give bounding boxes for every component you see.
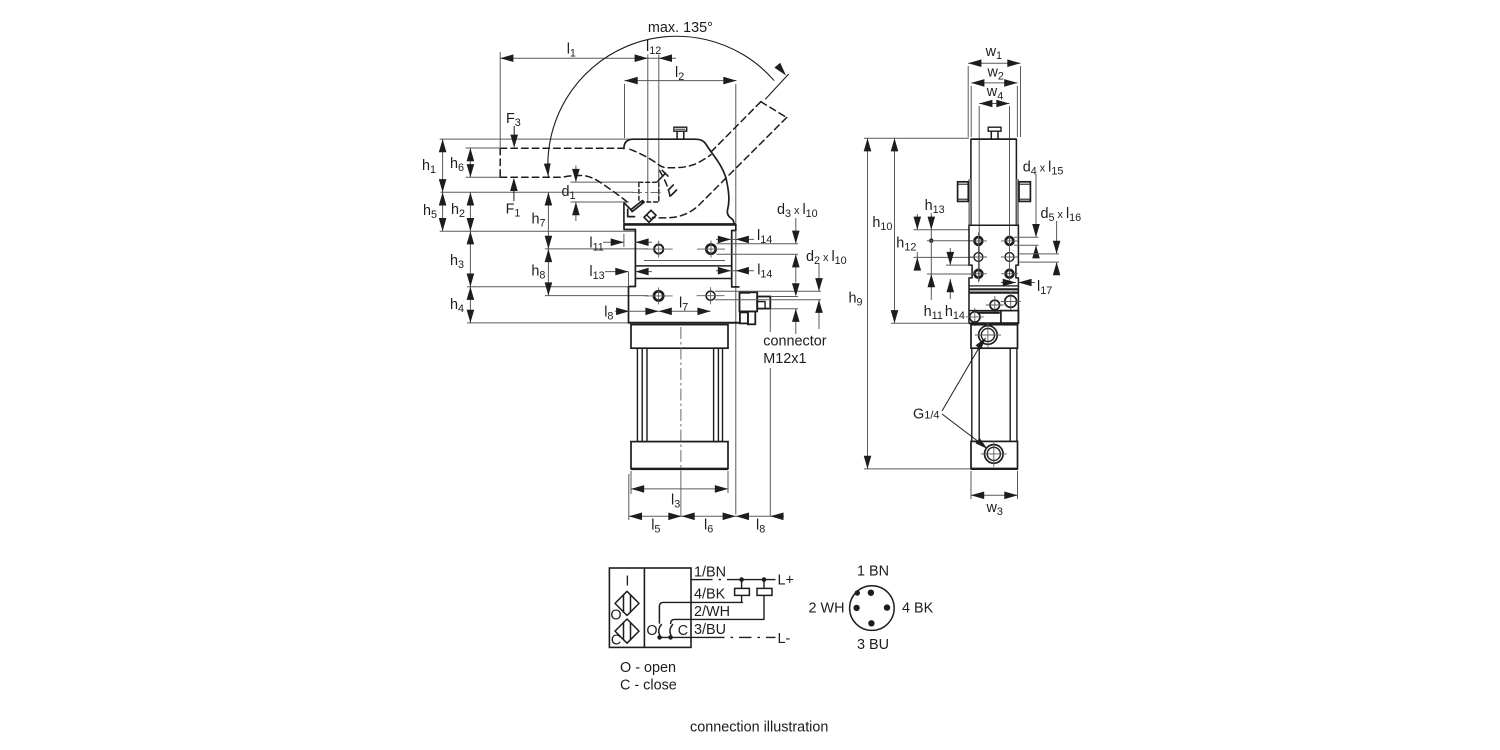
- svg-text:l7: l7: [679, 296, 688, 314]
- svg-text:C: C: [611, 632, 621, 648]
- svg-text:L+: L+: [778, 573, 794, 589]
- svg-text:l14: l14: [757, 228, 772, 246]
- svg-text:h12: h12: [896, 236, 916, 254]
- svg-text:l11: l11: [589, 236, 603, 254]
- svg-text:h3: h3: [450, 253, 464, 271]
- svg-text:1/BN: 1/BN: [694, 565, 726, 581]
- svg-text:h1: h1: [422, 158, 436, 176]
- svg-text:l1: l1: [567, 42, 576, 60]
- svg-text:1 BN: 1 BN: [857, 564, 889, 580]
- svg-text:l14: l14: [757, 263, 772, 281]
- svg-text:L-: L-: [778, 631, 791, 647]
- svg-text:M12x1: M12x1: [763, 351, 806, 367]
- svg-text:h6: h6: [450, 156, 464, 174]
- svg-text:O: O: [646, 623, 657, 639]
- svg-text:l8: l8: [604, 305, 613, 323]
- svg-text:d3 x l10: d3 x l10: [777, 202, 818, 220]
- svg-text:d4 x l15: d4 x l15: [1023, 160, 1064, 178]
- svg-text:l17: l17: [1037, 279, 1052, 297]
- svg-text:h8: h8: [531, 264, 545, 282]
- svg-text:w3: w3: [986, 500, 1003, 518]
- svg-text:l13: l13: [589, 264, 604, 282]
- svg-text:h13: h13: [925, 198, 945, 216]
- svg-text:3 BU: 3 BU: [857, 637, 889, 653]
- svg-text:l5: l5: [651, 518, 660, 536]
- svg-text:h2: h2: [451, 202, 465, 220]
- svg-text:l8: l8: [756, 518, 765, 536]
- svg-text:h10: h10: [872, 215, 892, 233]
- svg-text:h7: h7: [532, 212, 546, 230]
- svg-text:h11: h11: [924, 304, 943, 322]
- svg-text:O - open: O - open: [620, 660, 676, 676]
- svg-text:C - close: C - close: [620, 678, 677, 694]
- svg-text:connection illustration: connection illustration: [690, 720, 828, 736]
- svg-text:w4: w4: [986, 84, 1003, 102]
- svg-text:4/BK: 4/BK: [694, 587, 726, 603]
- svg-text:connector: connector: [763, 334, 826, 350]
- svg-text:2 WH: 2 WH: [809, 601, 845, 617]
- svg-text:F3: F3: [506, 111, 521, 129]
- svg-text:h9: h9: [849, 291, 863, 309]
- svg-text:l6: l6: [704, 518, 713, 536]
- svg-text:3/BU: 3/BU: [694, 622, 726, 638]
- svg-text:l3: l3: [671, 493, 680, 511]
- svg-text:h4: h4: [450, 297, 464, 315]
- svg-text:d5 x l16: d5 x l16: [1041, 206, 1082, 224]
- svg-text:F1: F1: [506, 202, 521, 220]
- svg-text:l2: l2: [675, 65, 684, 83]
- svg-text:O: O: [610, 608, 621, 624]
- svg-text:C: C: [678, 623, 688, 639]
- svg-text:l12: l12: [646, 39, 661, 57]
- svg-text:4 BK: 4 BK: [902, 601, 934, 617]
- svg-text:max. 135°: max. 135°: [648, 20, 713, 36]
- svg-text:I: I: [625, 573, 629, 589]
- svg-text:d2 x l10: d2 x l10: [806, 249, 847, 267]
- svg-text:w2: w2: [987, 64, 1004, 82]
- svg-text:h14: h14: [945, 304, 965, 322]
- svg-text:w1: w1: [985, 44, 1002, 62]
- svg-text:h5: h5: [423, 203, 437, 221]
- svg-text:2/WH: 2/WH: [694, 604, 730, 620]
- svg-text:G1/4: G1/4: [913, 407, 940, 423]
- svg-text:d1: d1: [562, 184, 576, 202]
